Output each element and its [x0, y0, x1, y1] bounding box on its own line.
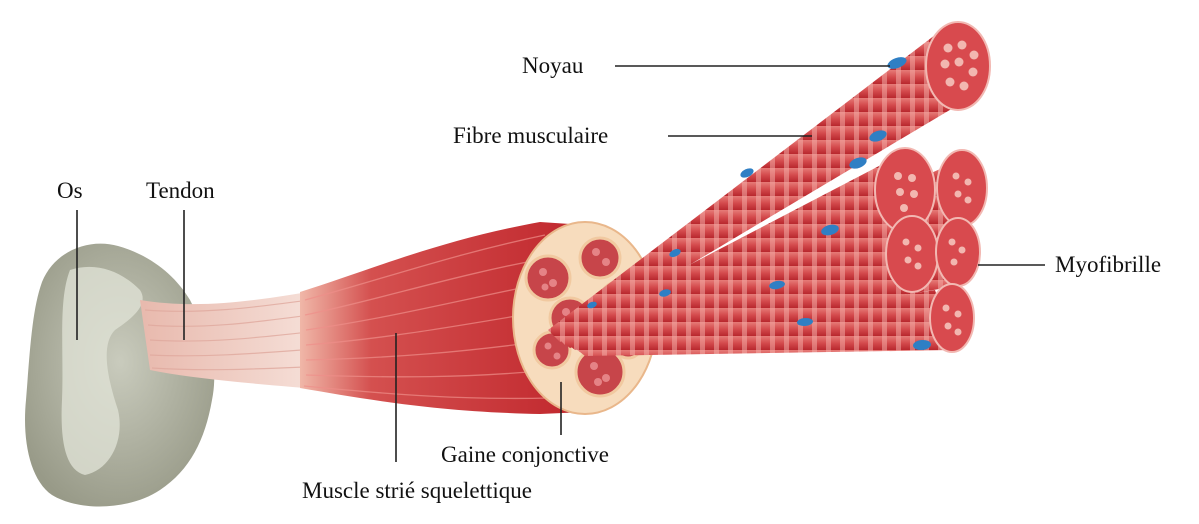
label-tendon: Tendon [146, 178, 215, 203]
label-noyau: Noyau [522, 53, 584, 78]
label-gaine-conjonctive: Gaine conjonctive [441, 442, 609, 467]
label-fibre-musculaire: Fibre musculaire [453, 123, 608, 148]
label-myofibrille: Myofibrille [1055, 252, 1161, 277]
label-os: Os [57, 178, 83, 203]
label-muscle-strie: Muscle strié squelettique [302, 478, 532, 503]
